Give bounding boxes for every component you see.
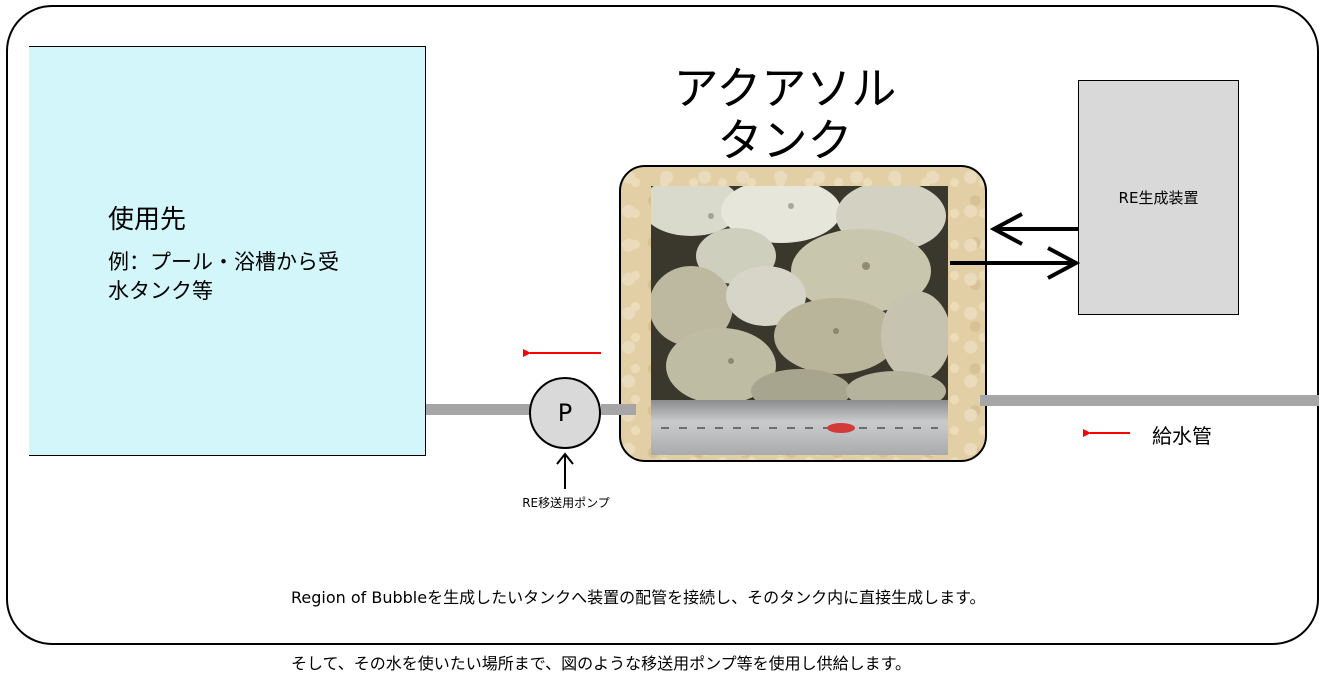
tank-title-line2: タンク — [717, 114, 853, 167]
pump-caption-arrow — [556, 452, 574, 489]
footer-note: Region of Bubbleを生成したいタンクへ装置の配管を接続し、そのタン… — [291, 543, 986, 697]
ruler-marks — [661, 423, 938, 433]
footer-note-line2: そして、その水を使いたい場所まで、図のような移送用ポンプ等を使用し供給します。 — [291, 654, 912, 673]
destination-description: 例：プール・浴槽から受水タンク等 — [108, 250, 339, 303]
re-generator-box — [1078, 80, 1239, 315]
transfer-pump: P — [529, 377, 601, 449]
destination-title: 使用先 — [108, 205, 187, 235]
arrow-generator-to-tank — [989, 212, 1078, 246]
tank-title: アクアソル タンク — [650, 63, 920, 167]
ruler-strip — [651, 400, 948, 455]
footer-note-line1: Region of Bubbleを生成したいタンクへ装置の配管を接続し、そのタン… — [291, 588, 986, 607]
arrow-tank-to-generator — [950, 246, 1081, 280]
tank-title-line1: アクアソル — [673, 62, 897, 115]
pipe-pump-to-tank — [601, 404, 636, 415]
re-generator-label: RE生成装置 — [1118, 189, 1199, 207]
destination-box — [29, 46, 426, 456]
pump-caption: RE移送用ポンプ — [522, 496, 610, 510]
pipes-and-arrows — [426, 212, 1319, 489]
pipe-destination-to-pump — [426, 404, 530, 415]
supply-pipe-label: 給水管 — [1152, 424, 1212, 448]
pipe-supply — [980, 395, 1319, 406]
